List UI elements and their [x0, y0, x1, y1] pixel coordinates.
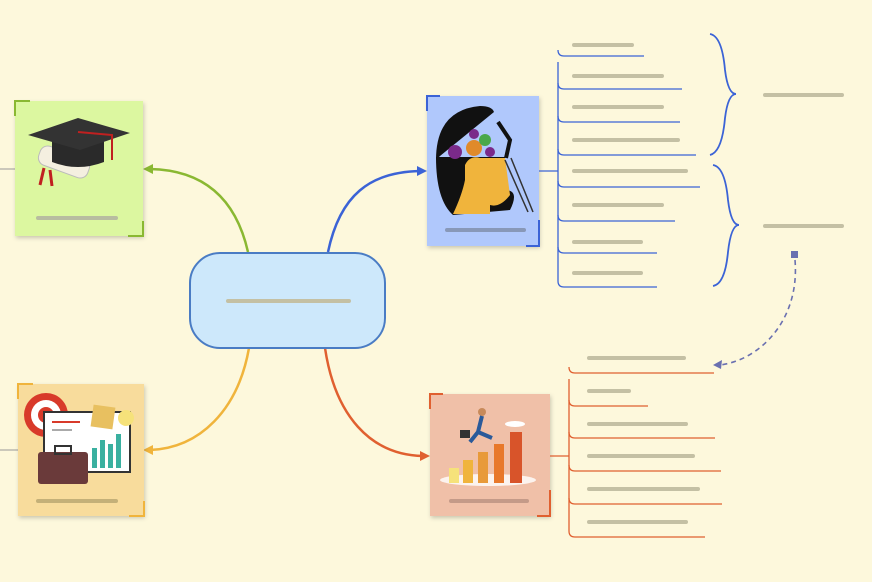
subtopic-underline-growth-6[interactable] — [568, 530, 705, 538]
card-education[interactable] — [14, 100, 144, 237]
subtopic-underline-growth-1[interactable] — [568, 366, 714, 374]
connector-thinking — [326, 169, 421, 253]
subtopic-underline-thinking-3[interactable] — [557, 115, 680, 123]
subtopic-underline-growth-5[interactable] — [568, 497, 722, 505]
growth-chart-icon — [440, 408, 536, 486]
arrow-head-education — [143, 164, 153, 174]
connector-planning — [149, 347, 251, 452]
card-planning[interactable] — [17, 383, 145, 517]
graduation-cap-icon — [28, 118, 130, 187]
arrow-head-planning — [143, 445, 153, 455]
subtopic-underline-thinking-8[interactable] — [557, 280, 657, 288]
subtopic-underline-thinking-6[interactable] — [557, 214, 675, 222]
connector-education — [149, 167, 250, 253]
relationship-arrow-head — [713, 360, 722, 369]
subtopic-underline-thinking-4[interactable] — [557, 148, 696, 156]
central-topic[interactable] — [189, 252, 386, 349]
subtopic-underline-thinking-5[interactable] — [557, 180, 700, 188]
relationship-line — [719, 259, 797, 366]
connector-growth — [323, 347, 424, 458]
card-growth[interactable] — [429, 393, 551, 517]
target-briefcase-icon — [24, 393, 134, 484]
summary-brace-2 — [712, 164, 740, 287]
card-thinking[interactable] — [426, 95, 540, 247]
subtopic-underline-thinking-2[interactable] — [557, 82, 682, 90]
subtopic-underline-thinking-1[interactable] — [557, 49, 644, 57]
arrow-head-growth — [420, 451, 430, 461]
subtopic-underline-thinking-7[interactable] — [557, 246, 657, 254]
subtopic-underline-growth-4[interactable] — [568, 464, 721, 472]
subtopic-underline-growth-2[interactable] — [568, 399, 648, 407]
head-gears-icon — [436, 106, 534, 215]
summary-brace-1 — [709, 33, 737, 156]
subtopic-underline-growth-3[interactable] — [568, 431, 715, 439]
arrow-head-thinking — [417, 166, 427, 176]
relationship-handle — [791, 251, 798, 258]
